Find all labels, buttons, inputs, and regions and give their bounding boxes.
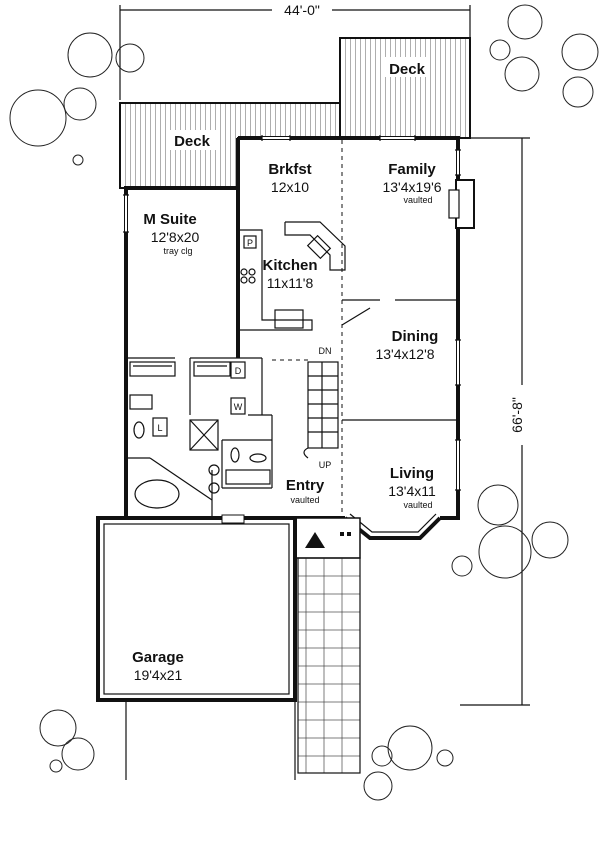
- pantry-label: P: [247, 238, 253, 248]
- kitchen-label: Kitchen: [262, 257, 317, 274]
- garage-label: Garage: [132, 649, 184, 666]
- width-dimension: 44'-0": [284, 2, 320, 18]
- master-suite-size: 12'8x20: [151, 229, 200, 245]
- upper-deck: [339, 37, 471, 139]
- stairs: DN UP: [303, 346, 339, 470]
- living-size: 13'4x11: [388, 483, 436, 499]
- entry-label: Entry: [286, 477, 325, 494]
- depth-dimension: 66'-8": [509, 397, 525, 433]
- upper-deck-label: Deck: [389, 61, 426, 78]
- master-suite-note: tray clg: [163, 246, 192, 256]
- kitchen-size: 11x11'8: [267, 275, 314, 291]
- breakfast-label: Brkfst: [268, 161, 311, 178]
- fireplace: [448, 179, 475, 229]
- washer-label: W: [234, 402, 243, 412]
- width-dimension-line: 44'-0": [119, 2, 471, 120]
- linen-label: L: [157, 423, 162, 433]
- windows: [123, 135, 461, 491]
- breakfast-size: 12x10: [271, 179, 309, 195]
- lower-deck-label: Deck: [174, 133, 211, 150]
- stairs-up-label: UP: [319, 460, 332, 470]
- garage: [96, 514, 297, 780]
- garage-size: 19'4x21: [134, 667, 183, 683]
- entry-note: vaulted: [290, 495, 319, 505]
- family-label: Family: [388, 161, 436, 178]
- laundry: D W: [230, 361, 246, 415]
- landscape-trees: [9, 4, 599, 801]
- depth-dimension-line: 66'-8": [460, 137, 536, 706]
- interior-walls: [126, 188, 458, 518]
- dining-label: Dining: [392, 328, 439, 345]
- stairs-down-label: DN: [319, 346, 332, 356]
- front-walk: [297, 557, 361, 774]
- living-note: vaulted: [403, 500, 432, 510]
- closets: [129, 361, 271, 485]
- dining-size: 13'4x12'8: [375, 346, 434, 362]
- master-bath: L: [133, 417, 267, 509]
- entry-stoop: [294, 517, 361, 559]
- master-suite-label: M Suite: [143, 211, 196, 228]
- dryer-label: D: [235, 366, 242, 376]
- family-note: vaulted: [403, 195, 432, 205]
- living-label: Living: [390, 465, 434, 482]
- kitchen-counters: P: [240, 221, 346, 331]
- family-size: 13'4x19'6: [382, 179, 441, 195]
